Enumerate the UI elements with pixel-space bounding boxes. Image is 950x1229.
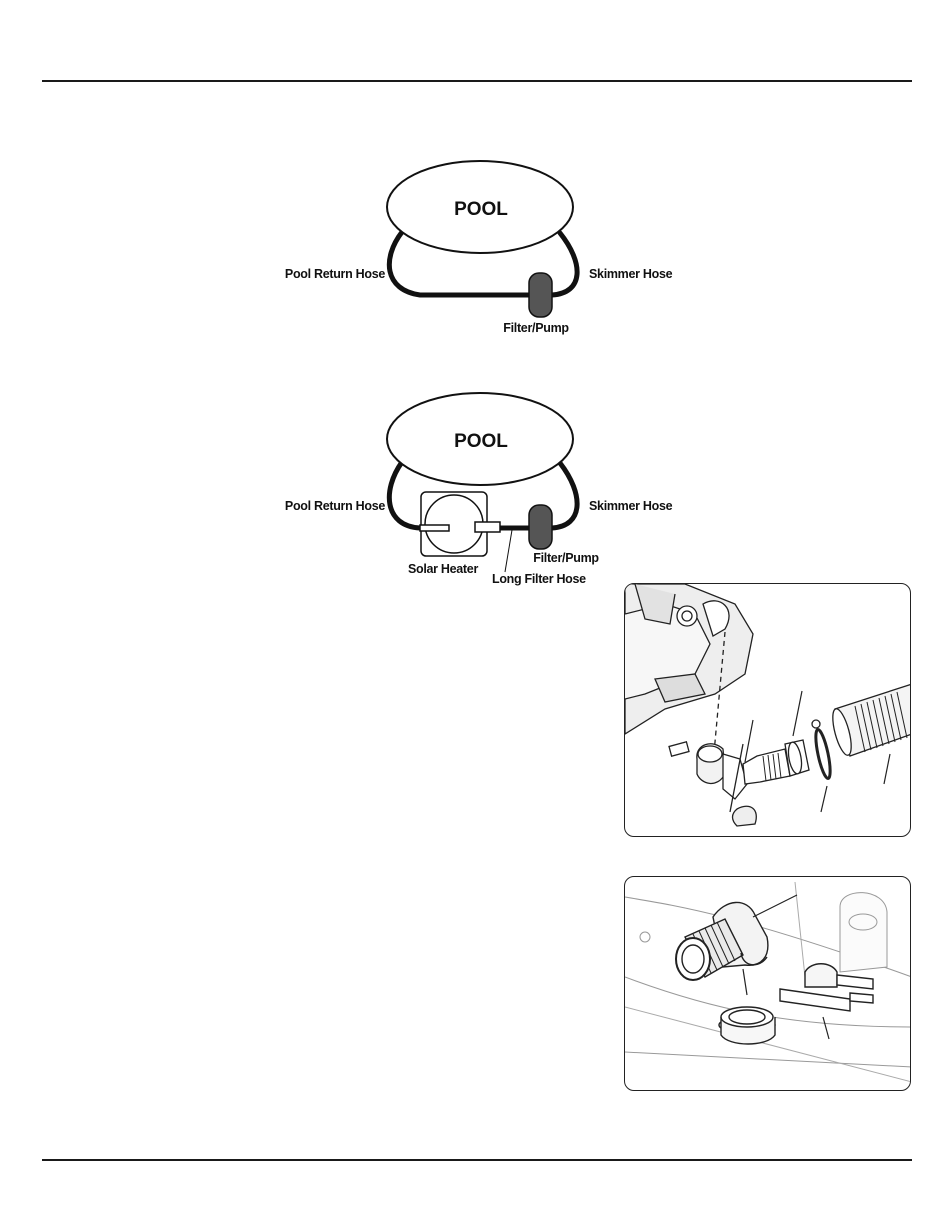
filter-pump-label: Filter/Pump [503,321,569,335]
filter-pump-shape [529,505,552,549]
skimmer-hose-label: Skimmer Hose [589,267,673,281]
long-filter-hose-leader [505,530,512,572]
elbow-clip-illustration [624,876,911,1091]
solar-heater-label: Solar Heater [408,562,478,576]
hose-diagrams: POOL Pool Return Hose Skimmer Hose Filte… [0,0,950,600]
pool-return-hose-label: Pool Return Hose [285,499,385,513]
footer-rule [42,1159,912,1161]
heater-outlet-pipe [475,522,500,532]
pool-label: POOL [454,199,508,220]
long-filter-hose-label: Long Filter Hose [492,572,586,586]
filter-pump-label: Filter/Pump [533,551,599,565]
skimmer-hose-line [552,463,577,528]
skimmer-hose-line [552,233,577,295]
heater-inlet-pipe [420,525,449,531]
pool-return-hose-label: Pool Return Hose [285,267,385,281]
pool-label: POOL [454,431,508,452]
hose-connection-illustration [624,583,911,837]
filter-pump-shape [529,273,552,317]
skimmer-hose-label: Skimmer Hose [589,499,673,513]
diagram-basic: POOL Pool Return Hose Skimmer Hose Filte… [285,161,673,335]
diagram-solar: POOL Pool Return Hose Skimmer Hose Filte… [285,393,673,586]
